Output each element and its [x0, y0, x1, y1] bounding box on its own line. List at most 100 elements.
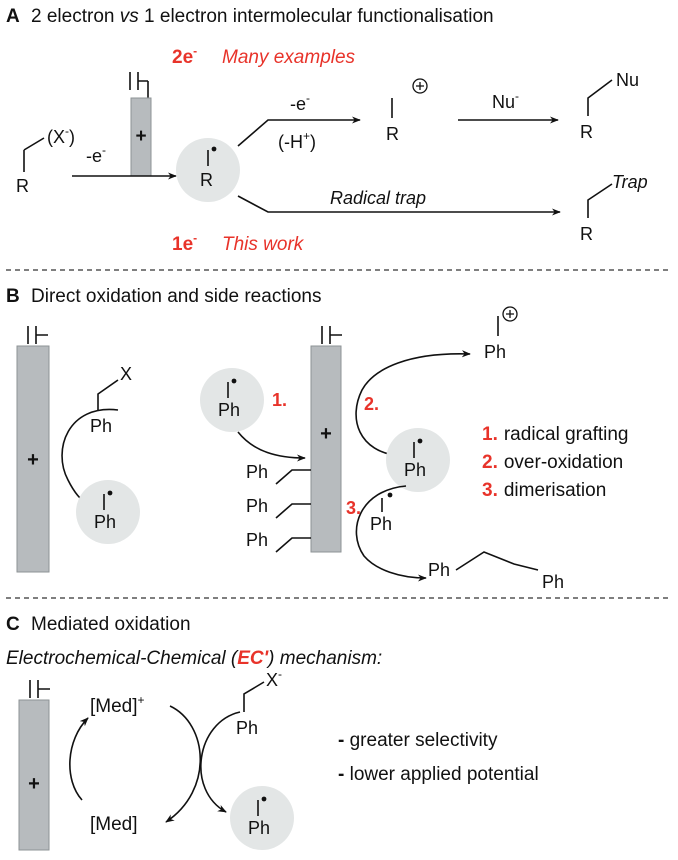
section-a-title-pre: 2 electron — [31, 6, 120, 27]
nu-product-r: R — [580, 122, 593, 142]
grafted-bond-1 — [275, 469, 311, 485]
section-a-heading: A 2 electron vs 1 electron intermolecula… — [6, 6, 494, 27]
mechanism-post: ) mechanism: — [266, 648, 382, 669]
electrode-b-left-terminal — [27, 326, 48, 344]
x-anion-sup: - — [65, 124, 69, 138]
two-electron-sup: - — [193, 44, 197, 58]
electrode-b-center-terminal — [321, 326, 342, 344]
step-1-marker: 1. — [272, 390, 287, 410]
mediator-oxidised-text: [Med] — [90, 696, 138, 717]
benzyl-radical-graft-ph: Ph — [218, 400, 240, 420]
trap-product-trap: Trap — [612, 172, 648, 192]
benzyl-halide-c-x: X- — [266, 667, 282, 690]
electrode-a-plus: + — [135, 126, 146, 147]
benzyl-radical-b-left-ph: Ph — [94, 512, 116, 532]
carbocation-a-r: R — [386, 124, 399, 144]
nu-product: Nu R — [580, 70, 639, 142]
benzyl-radical-c-ph: Ph — [248, 818, 270, 838]
bullet-text-1: greater selectivity — [344, 730, 498, 751]
minus-e-sup: - — [102, 143, 106, 157]
minus-e-2-label: -e- — [290, 91, 310, 114]
section-b-heading: B Direct oxidation and side reactions — [6, 286, 321, 307]
electrode-b-center-plus: + — [320, 423, 332, 445]
nu-minus-sup: - — [515, 89, 519, 103]
step-3-marker: 3. — [346, 498, 361, 518]
two-electron-text: 2e — [172, 47, 193, 68]
benzyl-radical-b-left-dot — [107, 490, 113, 496]
benzyl-cation-b-ph: Ph — [484, 342, 506, 362]
dimerisation-arrow — [355, 485, 427, 582]
mediator-reduced: [Med] — [90, 814, 138, 835]
one-electron-text: 1e — [172, 234, 193, 255]
side-reaction-legend: 1.radical grafting 2.over-oxidation 3.di… — [482, 424, 628, 501]
benzyl-radical-b-middle: Ph — [386, 428, 450, 492]
benzyl-cation-plus-glyph — [506, 310, 514, 318]
minus-e-text: -e — [86, 146, 102, 166]
carbocation-a: R — [386, 78, 428, 144]
two-electron-label: 2e- — [172, 44, 197, 68]
bibenzyl-ph-1: Ph — [428, 560, 450, 580]
legend-text-1: radical grafting — [504, 424, 629, 445]
bullet-potential: - lower applied potential — [338, 764, 539, 785]
bibenzyl-bonds — [455, 551, 539, 571]
radical-a: R — [176, 138, 240, 202]
electrode-c-terminal — [29, 680, 50, 698]
bullet-dash-2: - — [338, 764, 344, 785]
mediator-oxidised-sup: + — [138, 693, 145, 707]
this-work-label: This work — [222, 234, 305, 255]
benzyl-radical-b-middle-circle — [386, 428, 450, 492]
electrode-c: + — [18, 680, 50, 851]
minus-h-label: (-H+) — [278, 129, 316, 152]
electrode-a-terminal — [129, 72, 149, 98]
mediator-reduction-arrow — [165, 705, 201, 823]
grafted-bond-2 — [275, 503, 311, 519]
electrode-b-left: + — [16, 326, 50, 573]
trap-product-bonds — [587, 183, 613, 218]
section-c-letter: C — [6, 614, 20, 635]
benzyl-radical-b-lower: Ph — [370, 492, 393, 534]
minus-e-2-text: -e — [290, 94, 306, 114]
cation-pathway-arrow — [237, 116, 361, 147]
electrode-b-left-plate — [16, 345, 50, 573]
section-a-title-vs: vs — [120, 6, 140, 27]
grafting-arrow — [237, 431, 306, 462]
benzyl-radical-c: Ph — [230, 786, 294, 850]
benzyl-radical-graft-dot — [231, 378, 237, 384]
radical-trap-label: Radical trap — [330, 188, 426, 208]
cation-plus-glyph — [416, 82, 424, 90]
legend-item-1: 1.radical grafting — [482, 424, 628, 445]
section-b-letter: B — [6, 286, 20, 307]
radical-a-dot — [211, 146, 217, 152]
section-a: A 2 electron vs 1 electron intermolecula… — [6, 6, 648, 255]
benzyl-radical-c-circle — [230, 786, 294, 850]
grafted-bond-3 — [275, 537, 311, 553]
benzyl-radical-graft: Ph — [200, 368, 264, 432]
bullet-selectivity: - greater selectivity — [338, 730, 498, 751]
electrode-c-plus: + — [28, 773, 40, 795]
many-examples-label: Many examples — [222, 47, 356, 68]
legend-item-3: 3.dimerisation — [482, 480, 606, 501]
electron-transfer-arrow — [200, 711, 241, 813]
section-a-letter: A — [6, 6, 20, 27]
benzyl-radical-b-left: Ph — [76, 480, 140, 544]
electrode-b-center: + — [310, 326, 342, 553]
minus-h-sup: + — [303, 129, 310, 143]
radical-a-r: R — [200, 170, 213, 190]
section-b: B Direct oxidation and side reactions + … — [6, 286, 628, 592]
nu-minus-text: Nu — [492, 92, 515, 112]
legend-text-2: over-oxidation — [504, 452, 623, 473]
mechanism-line: Electrochemical-Chemical (EC') mechanism… — [6, 648, 382, 669]
grafted-ph-3: Ph — [246, 530, 268, 550]
benzyl-halide-c-x-text: X — [266, 670, 278, 690]
benzyl-halide-c-bonds — [243, 681, 265, 712]
benzyl-halide-b-x: X — [120, 364, 132, 384]
mediator-oxidation-arrow — [69, 717, 89, 801]
nu-product-nu: Nu — [616, 70, 639, 90]
section-a-title-post: 1 electron intermolecular functionalisat… — [139, 6, 494, 27]
benzyl-radical-b-middle-dot — [417, 438, 423, 444]
electrode-c-plate — [18, 699, 50, 851]
bibenzyl-product: Ph Ph — [428, 551, 564, 592]
minus-e-label: -e- — [86, 143, 106, 166]
electrode-b-center-plate — [310, 345, 342, 553]
benzyl-halide-b-bonds — [97, 379, 119, 410]
